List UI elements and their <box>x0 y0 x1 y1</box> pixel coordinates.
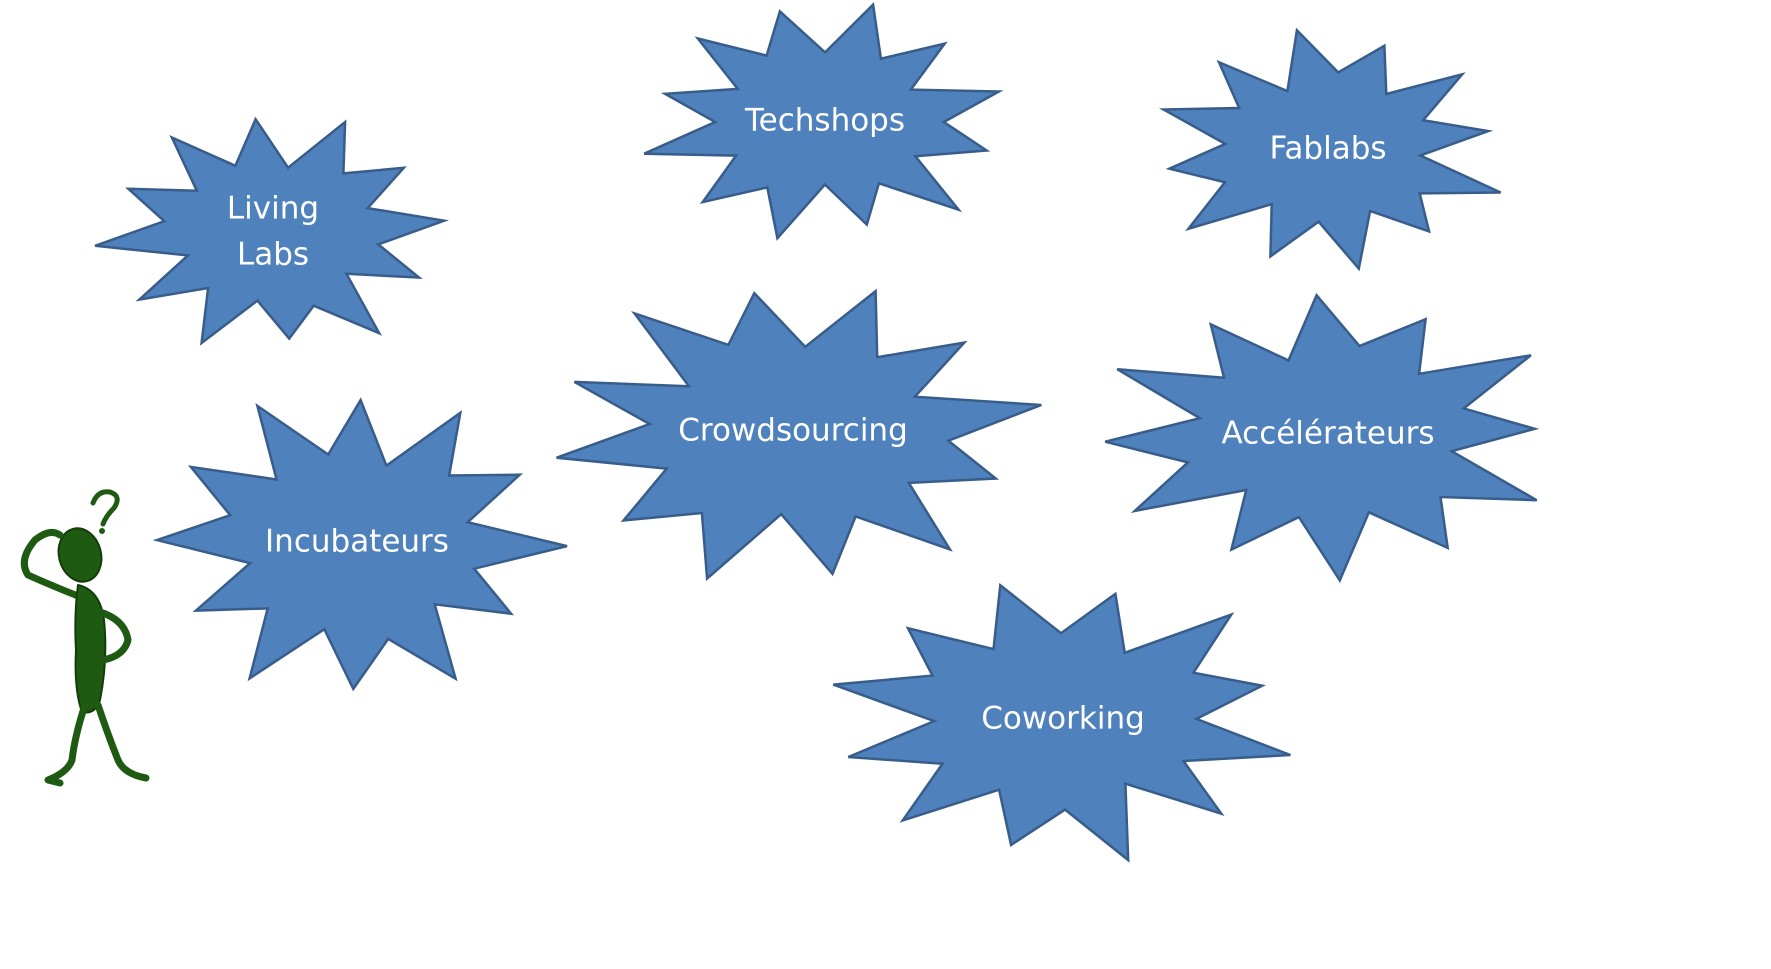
burst-2: Fablabs <box>1158 27 1502 272</box>
burst-1: Techshops <box>643 1 1004 241</box>
burst-label: Fablabs <box>1269 131 1386 167</box>
burst-shape <box>1158 27 1502 272</box>
burst-shape <box>1104 292 1540 584</box>
burst-6: Coworking <box>832 582 1291 863</box>
burst-label: Accélérateurs <box>1221 416 1434 452</box>
burst-label: Incubateurs <box>265 524 449 560</box>
burst-shape <box>556 288 1042 582</box>
burst-label: Living <box>227 191 319 227</box>
burst-4: Crowdsourcing <box>556 288 1042 582</box>
burst-shape <box>152 397 568 692</box>
burst-shape <box>643 1 1004 241</box>
burst-label: Labs <box>237 237 309 273</box>
burst-5: Accélérateurs <box>1104 292 1540 584</box>
burst-label: Coworking <box>981 701 1145 737</box>
burst-label: Crowdsourcing <box>678 413 908 449</box>
burst-3: Incubateurs <box>152 397 568 692</box>
burst-shape <box>94 116 450 346</box>
burst-shape <box>832 582 1291 863</box>
thinking-person-icon <box>20 489 150 787</box>
burst-label: Techshops <box>744 103 905 139</box>
